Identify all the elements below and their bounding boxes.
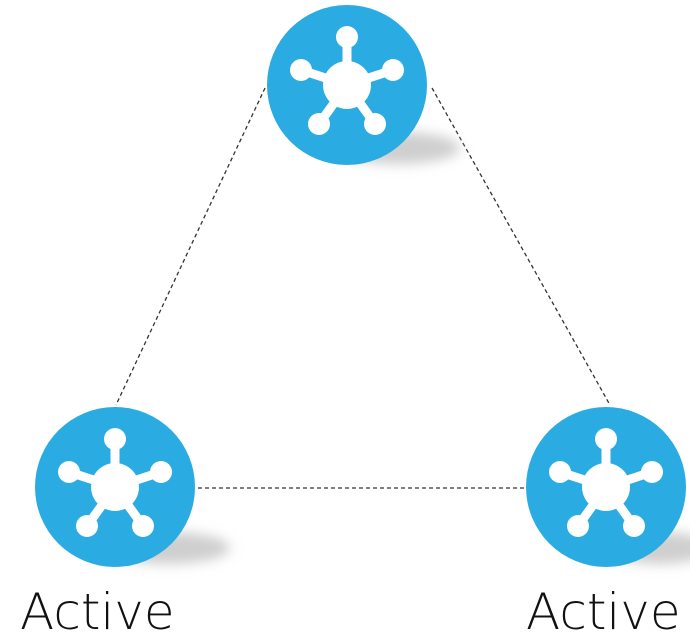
node-top (267, 5, 460, 165)
network-hub-icon (549, 428, 663, 537)
node-left (35, 407, 230, 567)
node-left-label: Active (20, 583, 175, 641)
connectors (115, 87, 611, 489)
connector-top-left (115, 87, 266, 406)
network-hub-icon (290, 26, 404, 135)
network-hub-icon (58, 428, 172, 537)
connector-top-right (431, 87, 611, 406)
node-right (526, 407, 690, 567)
node-right-label: Active (526, 583, 681, 641)
